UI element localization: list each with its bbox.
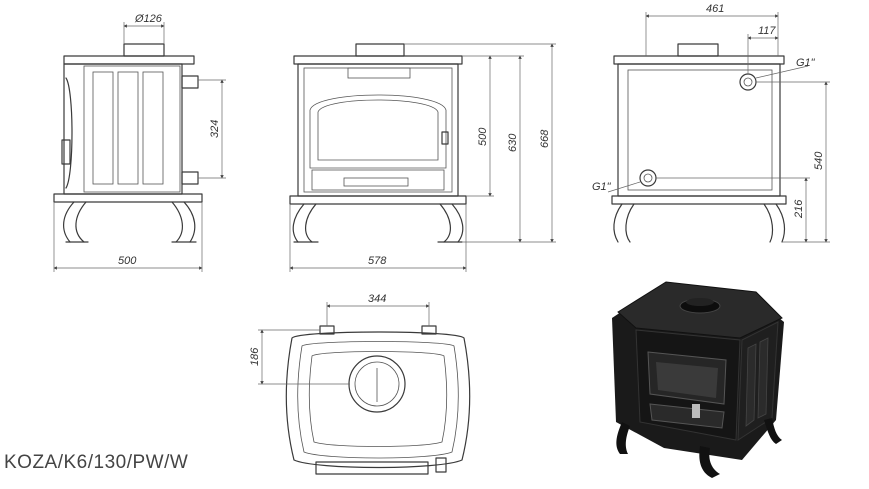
- dim-side-flue-diameter: Ø126: [134, 13, 163, 25]
- dim-rear-connection-bottom: G1": [592, 181, 612, 193]
- dim-rear-leg-height: 216: [793, 199, 805, 219]
- dim-rear-connection-top: G1": [796, 57, 816, 69]
- dim-front-width: 578: [368, 255, 387, 267]
- model-label: KOZA/K6/130/PW/W: [4, 452, 189, 473]
- dim-side-door-height: 324: [209, 120, 221, 138]
- dim-top-width: 344: [368, 293, 386, 305]
- stove-3d-render: [612, 281, 784, 478]
- dim-front-height-total: 668: [539, 129, 551, 148]
- dim-top-depth: 186: [249, 347, 261, 366]
- side-view: [53, 22, 226, 272]
- dim-rear-width: 461: [706, 3, 724, 15]
- dim-rear-offset: 117: [758, 25, 776, 37]
- dim-front-door-height: 500: [477, 127, 489, 146]
- dim-front-height-top: 630: [507, 133, 519, 152]
- rear-view: [607, 12, 830, 243]
- top-view: [258, 302, 471, 475]
- dim-rear-height: 540: [813, 151, 825, 170]
- dim-side-width: 500: [118, 255, 137, 267]
- front-view: [289, 43, 556, 272]
